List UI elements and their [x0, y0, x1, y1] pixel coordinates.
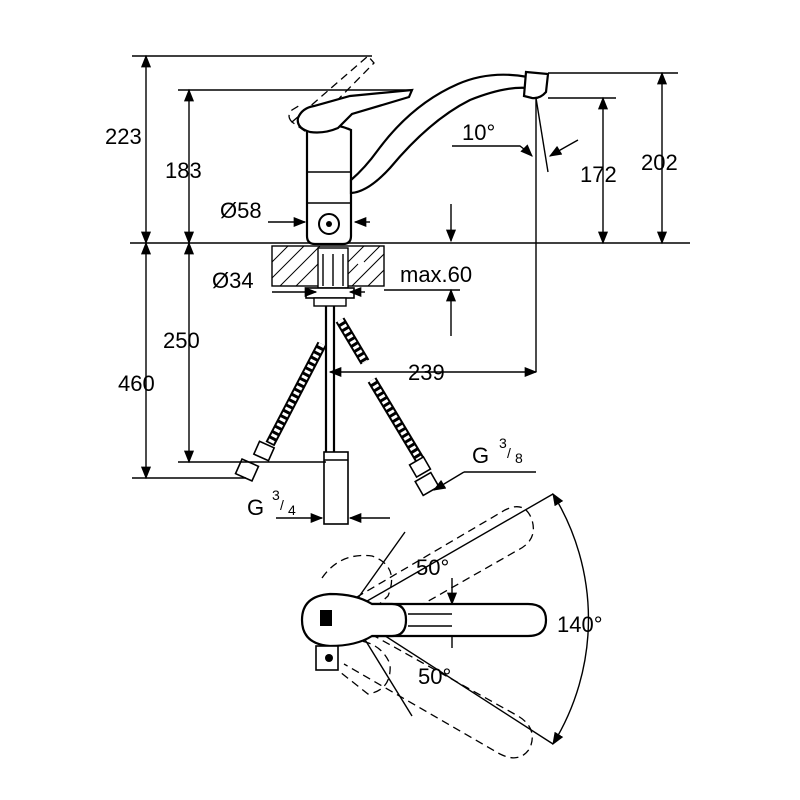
dim-183: 183 [165, 158, 202, 183]
inlet-thread-g: G [247, 495, 264, 520]
faucet-spout [349, 70, 550, 195]
lever-handle [296, 88, 414, 134]
swivel-angle-lower: 50° [418, 664, 451, 689]
countertop-section [271, 245, 385, 307]
dimension-lines [132, 54, 678, 524]
dim-diameter-58: Ø58 [220, 198, 262, 223]
faucet-body [305, 123, 353, 246]
inlet-thread-label: G 3 / 4 [247, 487, 296, 520]
outlet-thread-numerator: 3 [499, 435, 507, 451]
dim-angle-10: 10° [462, 120, 495, 145]
outlet-thread-denominator: 8 [515, 450, 523, 466]
swivel-angle-total: 140° [557, 612, 603, 637]
dim-diameter-34: Ø34 [212, 268, 254, 293]
outlet-thread-label: G 3 / 8 [472, 435, 523, 468]
swivel-angle-upper: 50° [416, 555, 449, 580]
dim-172: 172 [580, 162, 617, 187]
pull-rod [323, 306, 349, 525]
dim-239: 239 [408, 360, 445, 385]
inlet-thread-slash: / [280, 497, 284, 513]
dim-460: 460 [118, 371, 155, 396]
swivel-top-view [300, 492, 590, 759]
hose-left [234, 341, 327, 483]
dim-250: 250 [163, 328, 200, 353]
dim-223: 223 [105, 124, 142, 149]
outlet-thread-g: G [472, 443, 489, 468]
outlet-thread-slash: / [507, 445, 511, 461]
dim-202: 202 [641, 150, 678, 175]
dim-max-60: max.60 [400, 262, 472, 287]
inlet-thread-denominator: 4 [288, 502, 296, 518]
hose-right [335, 317, 440, 497]
inlet-thread-numerator: 3 [272, 487, 280, 503]
